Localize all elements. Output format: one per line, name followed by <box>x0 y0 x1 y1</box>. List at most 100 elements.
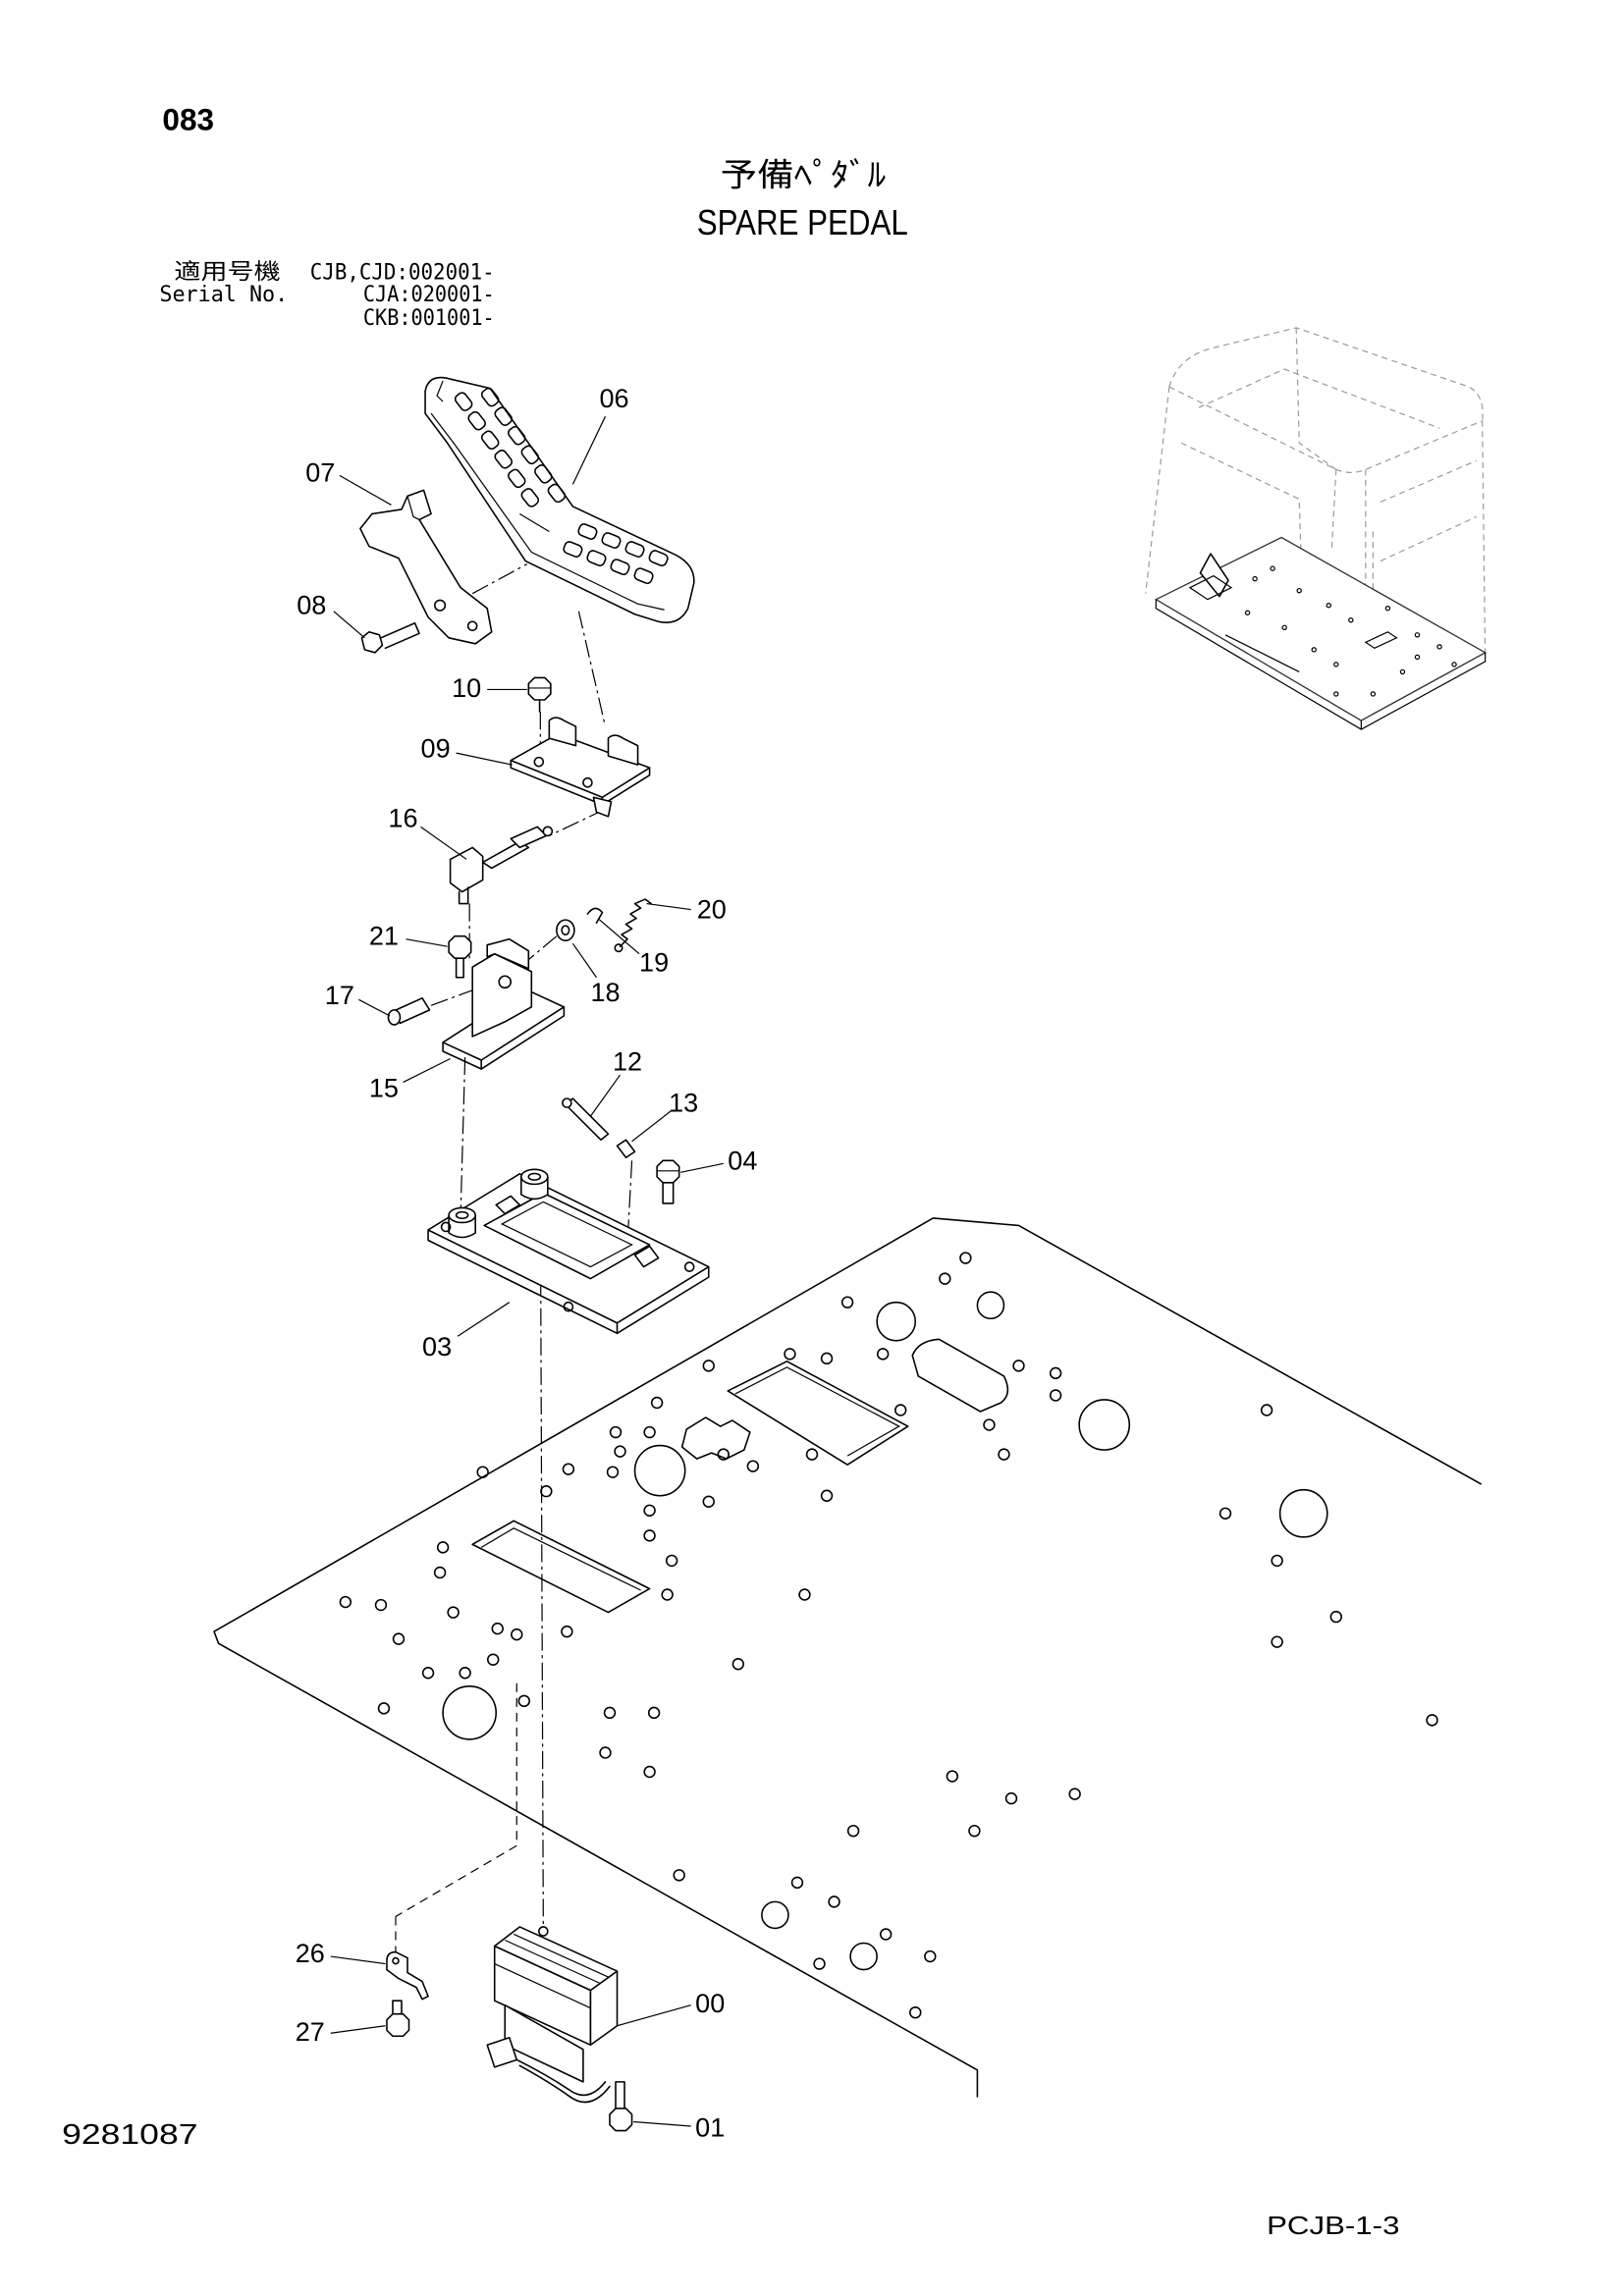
sheet-code: PCJB-1-3 <box>1267 2213 1399 2240</box>
inset-floor-dot <box>1451 662 1457 667</box>
inset-pedal-marker <box>1199 553 1229 598</box>
callout-06: 06 <box>599 383 628 413</box>
part-04-bolt <box>656 1159 680 1204</box>
part-19-clip <box>586 907 604 924</box>
floor-plate-hole <box>828 1896 840 1908</box>
floor-plate-hole <box>1218 1507 1232 1520</box>
inset-floor-dot <box>1252 575 1258 582</box>
floor-plate-hole <box>511 1628 523 1641</box>
floor-plate-hole <box>599 1746 612 1759</box>
leader-12 <box>589 1074 622 1117</box>
inset-floor-dot <box>1281 624 1287 630</box>
leader-07 <box>339 474 392 506</box>
leader-17 <box>358 998 391 1017</box>
callout-03: 03 <box>422 1331 452 1362</box>
part-13-collar <box>616 1139 636 1159</box>
floor-plate-hole <box>487 1653 500 1666</box>
part-01-bolt <box>609 2081 633 2132</box>
floor-plate-hole <box>939 1272 951 1285</box>
floor-plate-hole <box>491 1622 504 1635</box>
pedal-slot <box>494 450 514 469</box>
floor-plate-hole <box>647 1706 661 1720</box>
pedal-slot <box>534 464 553 484</box>
part-09-hinge-plate <box>510 717 651 818</box>
floor-plate <box>213 1217 1482 2098</box>
part-16-linkage <box>449 826 554 905</box>
floor-plate-hole <box>879 1928 893 1941</box>
pedal-slot <box>494 406 514 426</box>
serial-value-3: CKB:001001- <box>363 305 495 331</box>
leader-15 <box>403 1057 451 1084</box>
callout-08: 08 <box>297 590 326 620</box>
pedal-slot <box>467 410 486 431</box>
pedal-slot <box>577 523 598 540</box>
title-english: SPARE PEDAL <box>697 202 908 242</box>
floor-cutout-3 <box>911 1338 1009 1413</box>
part-07-bracket <box>359 489 493 645</box>
pedal-slot <box>508 425 526 446</box>
alignment-lines <box>395 563 633 1952</box>
floor-notch <box>680 1416 751 1460</box>
inset-floor-dots <box>1244 565 1457 697</box>
pedal-slot <box>648 550 669 566</box>
floor-plate-hole <box>665 1554 678 1568</box>
callout-12: 12 <box>613 1046 642 1077</box>
floor-plate-hole <box>609 1425 623 1439</box>
leader-19 <box>597 918 640 955</box>
floor-plate-hole <box>746 1460 760 1472</box>
floor-plate-hole <box>643 1529 656 1542</box>
callout-17: 17 <box>325 980 354 1010</box>
part-15-bracket <box>442 937 566 1070</box>
floor-plate-hole <box>702 1360 715 1372</box>
callout-labels: 06 07 08 10 09 16 20 21 19 17 18 15 12 1… <box>296 383 758 2142</box>
part-20-spring <box>614 898 652 953</box>
floor-plate-hole <box>459 1667 471 1680</box>
floor-plate-hole <box>562 1463 575 1475</box>
callout-26: 26 <box>296 1938 325 1968</box>
inset-floor-dot <box>1414 632 1421 638</box>
part-18-washer <box>556 919 575 941</box>
floor-plate-large-hole <box>761 1900 789 1930</box>
cab-location-inset <box>1145 327 1488 730</box>
part-08-bolt <box>360 621 420 654</box>
inset-floor-dot <box>1270 565 1275 571</box>
pedal-slot <box>547 483 567 504</box>
pedal-slot <box>633 567 654 585</box>
floor-plate-hole <box>909 2005 922 2019</box>
floor-cutout-2 <box>471 1520 651 1614</box>
floor-plate-hole <box>983 1418 996 1431</box>
floor-plate-hole <box>998 1448 1010 1461</box>
page-number: 083 <box>162 101 214 136</box>
floor-plate-large-hole <box>633 1444 686 1497</box>
floor-plate-hole <box>421 1667 435 1680</box>
floor-plate-holes <box>339 1252 1438 2019</box>
floor-plate-hole <box>436 1541 450 1554</box>
inset-floor-dot <box>1348 617 1354 623</box>
floor-plate-hole <box>517 1694 530 1708</box>
floor-plate-hole <box>447 1606 460 1619</box>
floor-plate-large-hole <box>1078 1399 1131 1451</box>
floor-plate-hole <box>968 1824 981 1838</box>
leader-16 <box>420 826 467 860</box>
floor-plate-hole <box>433 1566 447 1579</box>
serial-label-japanese: 適用号機 <box>174 259 280 284</box>
floor-plate-hole <box>924 1949 937 1963</box>
title-japanese: 予備ﾍﾟﾀﾞﾙ <box>721 158 887 194</box>
serial-block: 適用号機 CJB,CJD:002001- Serial No. CJA:0200… <box>159 259 494 331</box>
floor-plate-hole <box>1012 1360 1025 1372</box>
floor-cutout-1 <box>727 1361 909 1466</box>
serial-label-english: Serial No. <box>159 282 288 307</box>
floor-plate-hole <box>946 1770 959 1783</box>
callout-13: 13 <box>669 1088 698 1118</box>
floor-plate-hole <box>1049 1389 1062 1402</box>
floor-plate-large-hole <box>976 1291 1005 1320</box>
serial-value-2: CJA:020001- <box>363 282 495 307</box>
callout-16: 16 <box>388 802 417 832</box>
floor-plate-hole <box>876 1348 890 1361</box>
floor-plate-hole <box>717 1448 730 1461</box>
leader-01 <box>633 2120 691 2127</box>
leader-20 <box>646 902 691 911</box>
callout-04: 04 <box>728 1145 757 1175</box>
